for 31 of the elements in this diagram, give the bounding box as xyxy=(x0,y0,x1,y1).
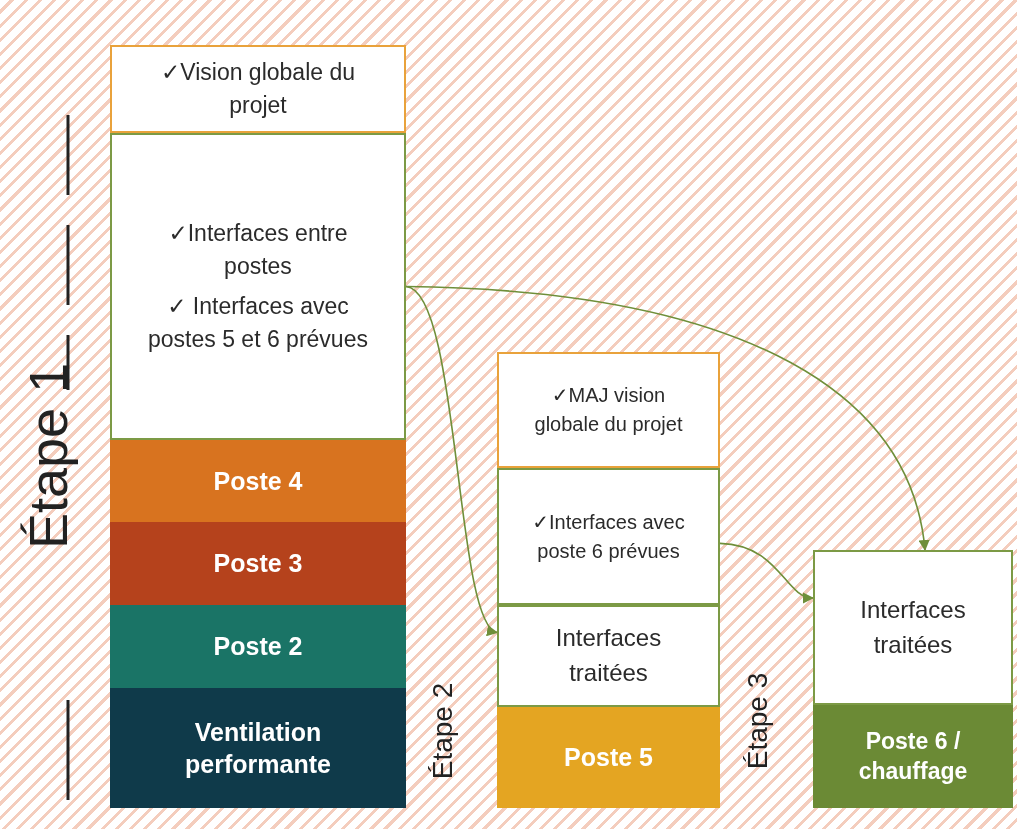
arrow xyxy=(719,542,815,602)
note-box xyxy=(497,352,720,468)
note-box xyxy=(813,550,1013,705)
checklist-text: ✓Vision globale du projet xyxy=(159,57,356,120)
note-box xyxy=(110,133,406,440)
block-label: Poste 4 xyxy=(213,465,303,497)
checklist-text: ✓Interfaces avec poste 6 prévues xyxy=(531,509,686,564)
checklist-text: Interfaces traitées xyxy=(859,594,967,660)
checklist-text: Interfaces traitées xyxy=(554,623,663,688)
checklist-text: ✓ Interfaces avec postes 5 et 6 prévues xyxy=(147,291,369,354)
note-box xyxy=(497,605,720,707)
checklist-text: ✓Interfaces entre postes xyxy=(167,218,349,282)
stage-label: Étape 1 xyxy=(17,362,80,550)
block-label: Poste 6 / chauffage xyxy=(857,726,969,786)
block-label: Poste 5 xyxy=(564,742,653,774)
stage-label: Étape 3 xyxy=(742,672,775,770)
checklist-text: ✓MAJ vision globale du projet xyxy=(533,383,684,437)
stage-block xyxy=(110,440,406,522)
note-box xyxy=(497,468,720,605)
note-box xyxy=(110,45,406,133)
stage-block xyxy=(110,522,406,605)
stage-block xyxy=(813,705,1013,808)
arrow xyxy=(405,285,929,552)
block-label: Poste 3 xyxy=(213,548,303,580)
stage-label: Étape 2 xyxy=(427,682,460,780)
block-label: Poste 2 xyxy=(213,631,303,663)
block-label: Ventilation performante xyxy=(184,716,332,780)
stage-block xyxy=(110,605,406,688)
stage-block xyxy=(497,707,720,808)
arrow xyxy=(405,285,498,634)
stage-block xyxy=(110,688,406,808)
